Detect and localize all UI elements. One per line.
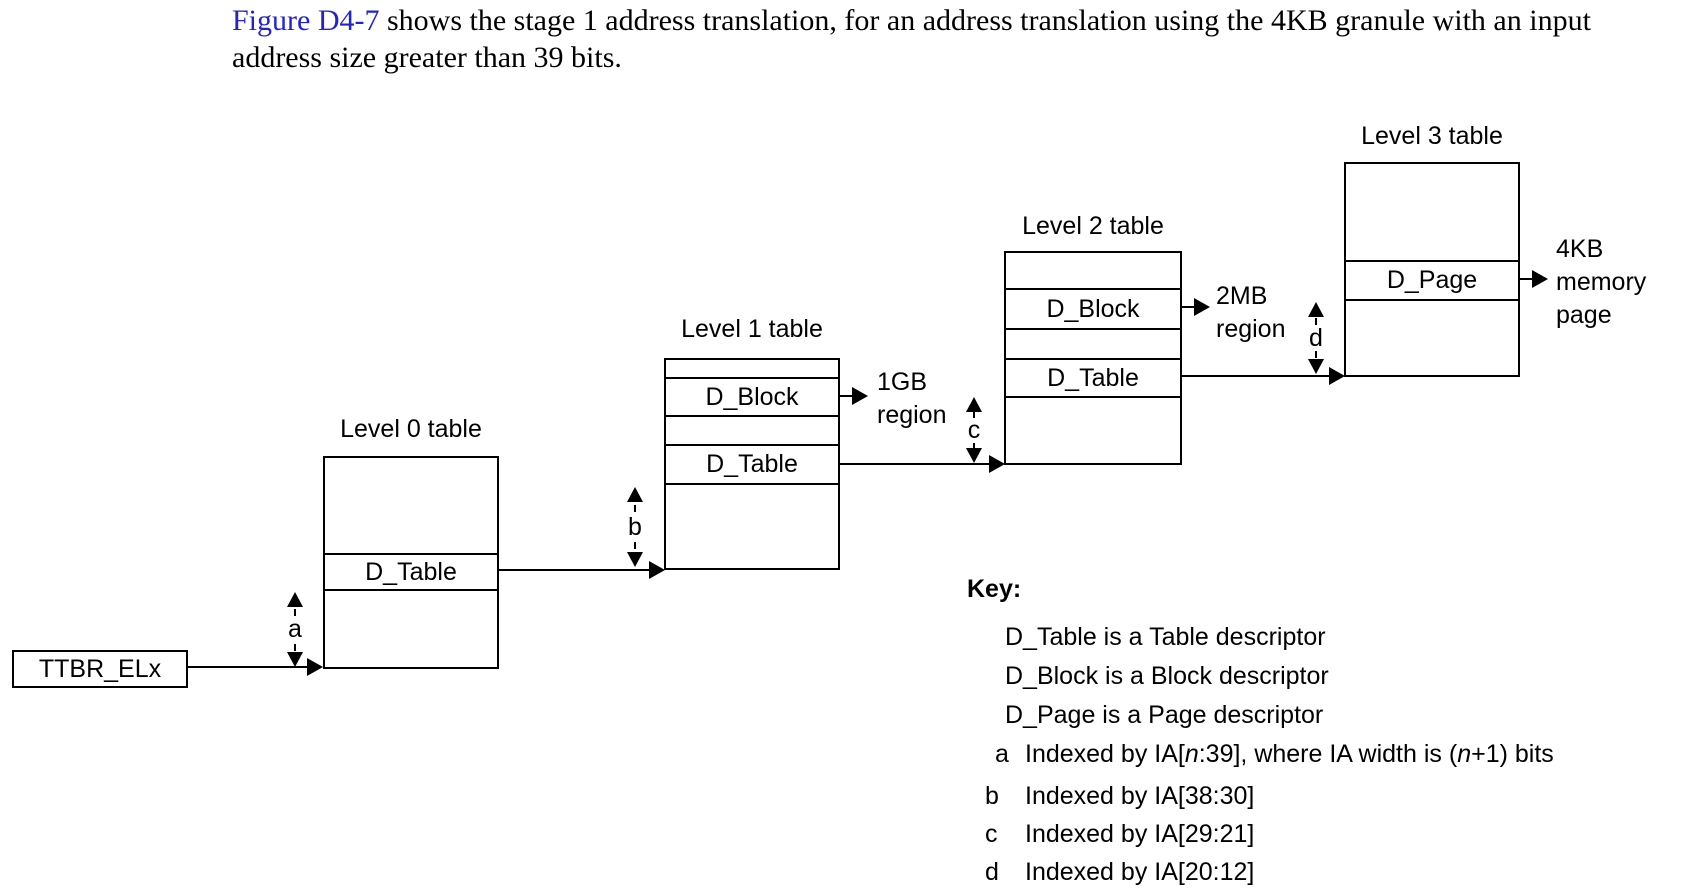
connector-level1-to-level2 bbox=[840, 463, 991, 465]
level3-dpage-row: D_Page bbox=[1346, 260, 1518, 301]
arrow-shaft bbox=[634, 542, 636, 550]
key-dtable-descriptor: D_Table is a Table descriptor bbox=[1005, 623, 1326, 651]
index-arrow-c: c bbox=[964, 397, 984, 463]
level1-dblock-row: D_Block bbox=[666, 377, 838, 417]
connector-level2-dblock-to-2mb bbox=[1182, 306, 1196, 308]
arrow-shaft bbox=[294, 608, 296, 616]
arrow-shaft bbox=[634, 504, 636, 512]
label-line: 4KB bbox=[1556, 235, 1604, 263]
arrow-shaft bbox=[294, 643, 296, 651]
index-arrow-d: d bbox=[1306, 302, 1326, 374]
paragraph-line-1: Figure D4-7 shows the stage 1 address tr… bbox=[232, 2, 1591, 39]
label-line: page bbox=[1556, 301, 1612, 329]
arrow-up-icon bbox=[966, 397, 982, 412]
level2-table: D_Block D_Table bbox=[1004, 251, 1182, 465]
key-letter: b bbox=[985, 782, 999, 810]
key-index-note-b: b Indexed by IA[38:30] bbox=[985, 781, 1254, 811]
arrowhead-level0-to-level1-icon bbox=[649, 561, 665, 579]
arrow-down-icon bbox=[1308, 359, 1324, 374]
arrow-shaft bbox=[1315, 351, 1317, 359]
figure-link[interactable]: Figure D4-7 bbox=[232, 4, 380, 37]
key-letter: a bbox=[995, 740, 1009, 768]
label-line: region bbox=[1216, 315, 1286, 343]
level2-dtable-row: D_Table bbox=[1006, 358, 1180, 398]
label-line: 2MB bbox=[1216, 282, 1268, 310]
ttbr-elx-box: TTBR_ELx bbox=[12, 650, 188, 688]
label-line: memory bbox=[1556, 268, 1647, 296]
arrow-down-icon bbox=[287, 652, 303, 667]
key-index-note-c: c Indexed by IA[29:21] bbox=[985, 819, 1254, 849]
key-note-text: Indexed by IA[38:30] bbox=[1025, 782, 1255, 810]
arrow-up-icon bbox=[1308, 302, 1324, 317]
paragraph-line-1-text: shows the stage 1 address translation, f… bbox=[379, 4, 1591, 37]
key-letter: c bbox=[985, 820, 998, 848]
label-line: 1GB bbox=[877, 368, 928, 396]
arrow-up-icon bbox=[287, 592, 303, 607]
arrow-shaft bbox=[973, 442, 975, 448]
arrowhead-1gb-region-icon bbox=[852, 387, 868, 405]
key-dblock-descriptor: D_Block is a Block descriptor bbox=[1005, 662, 1329, 690]
key-index-note-d: d Indexed by IA[20:12] bbox=[985, 857, 1254, 887]
label-4kb-memory-page: 4KB memory page bbox=[1556, 233, 1646, 332]
arrow-up-icon bbox=[627, 487, 643, 502]
arrowhead-4kb-page-icon bbox=[1532, 270, 1548, 288]
arrow-shaft bbox=[973, 412, 975, 418]
connector-ttbr-to-level0 bbox=[188, 666, 310, 668]
intro-paragraph: Figure D4-7 shows the stage 1 address tr… bbox=[232, 2, 1591, 76]
level2-dblock-row: D_Block bbox=[1006, 288, 1180, 330]
label-line: region bbox=[877, 401, 947, 429]
level1-table: D_Block D_Table bbox=[664, 358, 840, 570]
arrow-down-icon bbox=[966, 448, 982, 463]
arrowhead-ttbr-to-level0-icon bbox=[307, 658, 323, 676]
level0-table: D_Table bbox=[323, 456, 499, 669]
arrowhead-2mb-region-icon bbox=[1194, 298, 1210, 316]
level0-table-title: Level 0 table bbox=[340, 415, 482, 443]
key-note-text: Indexed by IA[29:21] bbox=[1025, 820, 1255, 848]
index-arrow-d-label: d bbox=[1309, 323, 1323, 352]
label-1gb-region: 1GB region bbox=[877, 366, 947, 432]
level3-table-title: Level 3 table bbox=[1361, 122, 1503, 150]
key-note-text: Indexed by IA[20:12] bbox=[1025, 858, 1255, 886]
paragraph-line-2: address size greater than 39 bits. bbox=[232, 41, 622, 74]
level1-table-title: Level 1 table bbox=[681, 315, 823, 343]
index-arrow-a: a bbox=[285, 592, 305, 667]
level0-dtable-row: D_Table bbox=[325, 553, 497, 591]
arrowhead-level1-to-level2-icon bbox=[989, 455, 1005, 473]
connector-level1-dblock-to-1gb bbox=[840, 395, 854, 397]
index-arrow-c-label: c bbox=[967, 415, 981, 444]
arrow-shaft bbox=[1315, 317, 1317, 325]
index-arrow-a-label: a bbox=[288, 615, 302, 643]
arrowhead-level2-to-level3-icon bbox=[1329, 367, 1345, 385]
label-2mb-region: 2MB region bbox=[1216, 280, 1286, 346]
key-dpage-descriptor: D_Page is a Page descriptor bbox=[1005, 701, 1324, 729]
level3-table: D_Page bbox=[1344, 162, 1520, 377]
key-letter: d bbox=[985, 858, 999, 886]
key-index-note-a: a Indexed by IA[n:39], where IA width is … bbox=[995, 739, 1554, 769]
connector-level2-to-level3 bbox=[1182, 375, 1331, 377]
level2-table-title: Level 2 table bbox=[1022, 212, 1164, 240]
index-arrow-b: b bbox=[625, 487, 645, 567]
connector-level3-dpage-to-4kb bbox=[1520, 278, 1534, 280]
key-heading: Key: bbox=[967, 575, 1022, 603]
index-arrow-b-label: b bbox=[628, 512, 642, 541]
connector-level0-to-level1 bbox=[499, 569, 651, 571]
arrow-down-icon bbox=[627, 552, 643, 567]
key-note-text: Indexed by IA[n:39], where IA width is (… bbox=[1025, 740, 1554, 768]
level1-dtable-row: D_Table bbox=[666, 444, 838, 485]
